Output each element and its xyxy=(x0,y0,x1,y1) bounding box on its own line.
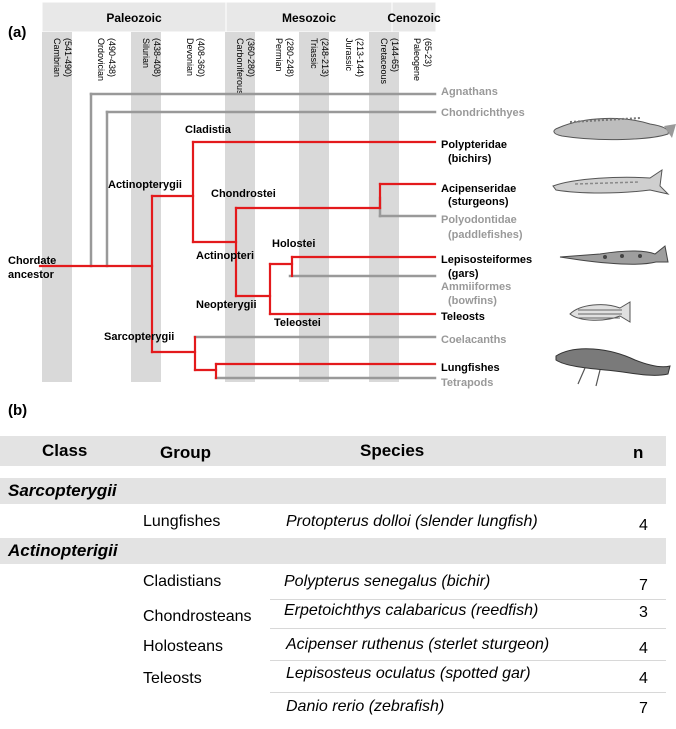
node-label-sarcopterygii: Sarcopterygii xyxy=(104,331,174,343)
node-label-chondrostei: Chondrostei xyxy=(211,188,276,200)
class-row-actinopterigii: Actinopterigii xyxy=(0,538,666,564)
period-range: (144-65) xyxy=(390,38,400,72)
n-cell: 3 xyxy=(639,604,648,621)
header-n: n xyxy=(633,443,644,462)
era-header xyxy=(391,1,437,33)
node-label-holostei: Holostei xyxy=(272,238,315,250)
period-label: Cambrian xyxy=(52,38,62,77)
row-divider xyxy=(270,628,666,629)
gar-icon xyxy=(559,245,669,265)
era-label: Cenozoic xyxy=(387,11,441,25)
node-label-teleostei: Teleostei xyxy=(274,317,321,329)
header-species: Species xyxy=(360,441,425,460)
root-label-line2: ancestor xyxy=(8,269,55,281)
taxon-acipenseridae-sub: (sturgeons) xyxy=(448,196,509,208)
node-label-cladistia: Cladistia xyxy=(185,124,232,136)
sturgeon-icon xyxy=(552,168,670,195)
taxon-lepisosteiformes-sub: (gars) xyxy=(448,268,479,280)
group-cell: Chondrosteans xyxy=(143,608,252,625)
taxon-lepisosteiformes: Lepisosteiformes xyxy=(441,254,532,266)
period-range: (438-408) xyxy=(152,38,162,77)
taxon-polyodontidae: Polyodontidae xyxy=(441,214,517,226)
group-cell: Teleosts xyxy=(143,670,202,687)
era-label: Paleozoic xyxy=(106,11,162,25)
taxon-teleosts: Teleosts xyxy=(441,311,485,323)
period-range: (408-360) xyxy=(196,38,206,77)
taxon-agnathans: Agnathans xyxy=(441,86,498,98)
taxon-polyodontidae-sub: (paddlefishes) xyxy=(448,229,523,241)
root-label-line1: Chordate xyxy=(8,255,56,267)
phylogeny-diagram: Paleozoic Mesozoic CenozoicCambrian(541-49… xyxy=(8,1,676,389)
species-cell: Danio rerio (zebrafish) xyxy=(286,698,445,715)
species-cell: Lepisosteus oculatus (spotted gar) xyxy=(286,665,531,682)
period-label: Devonian xyxy=(185,38,195,76)
species-cell: Polypterus senegalus (bichir) xyxy=(284,573,491,590)
header-class: Class xyxy=(42,441,88,460)
row-divider xyxy=(270,660,666,661)
taxon-tetrapods: Tetrapods xyxy=(441,377,493,389)
n-cell: 4 xyxy=(639,640,648,657)
period-label: Ordovician xyxy=(96,38,106,81)
taxon-lungfishes: Lungfishes xyxy=(441,362,500,374)
taxon-ammiiformes-sub: (bowfins) xyxy=(448,295,497,307)
period-range: (213-144) xyxy=(355,38,365,77)
period-label: Cretaceous xyxy=(379,38,389,85)
zebrafish-icon xyxy=(569,301,631,323)
period-label: Jurassic xyxy=(344,38,354,72)
n-cell: 7 xyxy=(639,577,648,594)
taxon-coelacanths: Coelacanths xyxy=(441,334,506,346)
period-label: Triassic xyxy=(309,38,319,69)
period-band xyxy=(42,32,72,382)
period-label: Carboniferous xyxy=(235,38,245,95)
species-cell: Protopterus dolloi (slender lungfish) xyxy=(286,513,538,530)
n-cell: 4 xyxy=(639,517,648,534)
panel-b-label: (b) xyxy=(8,402,28,419)
n-cell: 4 xyxy=(639,670,648,687)
taxon-chondrichthyes: Chondrichthyes xyxy=(441,107,525,119)
node-label-actinopteri: Actinopteri xyxy=(196,250,254,262)
bichir-icon xyxy=(553,117,676,141)
row-divider xyxy=(270,692,666,693)
node-label-neopterygii: Neopterygii xyxy=(196,299,257,311)
period-label: Paleogene xyxy=(412,38,422,81)
taxon-polypteridae-sub: (bichirs) xyxy=(448,153,492,165)
period-range: (541-490) xyxy=(63,38,73,77)
taxon-ammiiformes: Ammiiformes xyxy=(441,281,511,293)
period-range: (280-248) xyxy=(285,38,295,77)
table-header: Class Group Species n xyxy=(0,436,666,466)
species-cell: Acipenser ruthenus (sterlet sturgeon) xyxy=(286,636,550,653)
lungfish-icon xyxy=(555,348,671,387)
class-label: Sarcopterygii xyxy=(8,481,117,500)
taxon-acipenseridae: Acipenseridae xyxy=(441,183,516,195)
class-label: Actinopterigii xyxy=(8,541,118,560)
period-band xyxy=(131,32,161,382)
taxon-polypteridae: Polypteridae xyxy=(441,139,507,151)
era-label: Mesozoic xyxy=(282,11,336,25)
period-range: (248-213) xyxy=(320,38,330,77)
group-cell: Cladistians xyxy=(143,573,222,590)
node-label-actinopterygii: Actinopterygii xyxy=(108,179,182,191)
group-cell: Holosteans xyxy=(143,638,224,655)
class-row-sarcopterygii: Sarcopterygii xyxy=(0,478,666,504)
row-divider xyxy=(270,599,666,600)
n-cell: 7 xyxy=(639,700,648,717)
period-label: Silurian xyxy=(141,38,151,68)
panel-a-label: (a) xyxy=(8,24,27,41)
group-cell: Lungfishes xyxy=(143,513,221,530)
header-group: Group xyxy=(160,443,211,462)
period-range: (65-23) xyxy=(423,38,433,67)
species-cell: Erpetoichthys calabaricus (reedfish) xyxy=(284,602,539,619)
period-range: (490-438) xyxy=(107,38,117,77)
period-label: Permian xyxy=(274,38,284,72)
period-range: (360-280) xyxy=(246,38,256,77)
